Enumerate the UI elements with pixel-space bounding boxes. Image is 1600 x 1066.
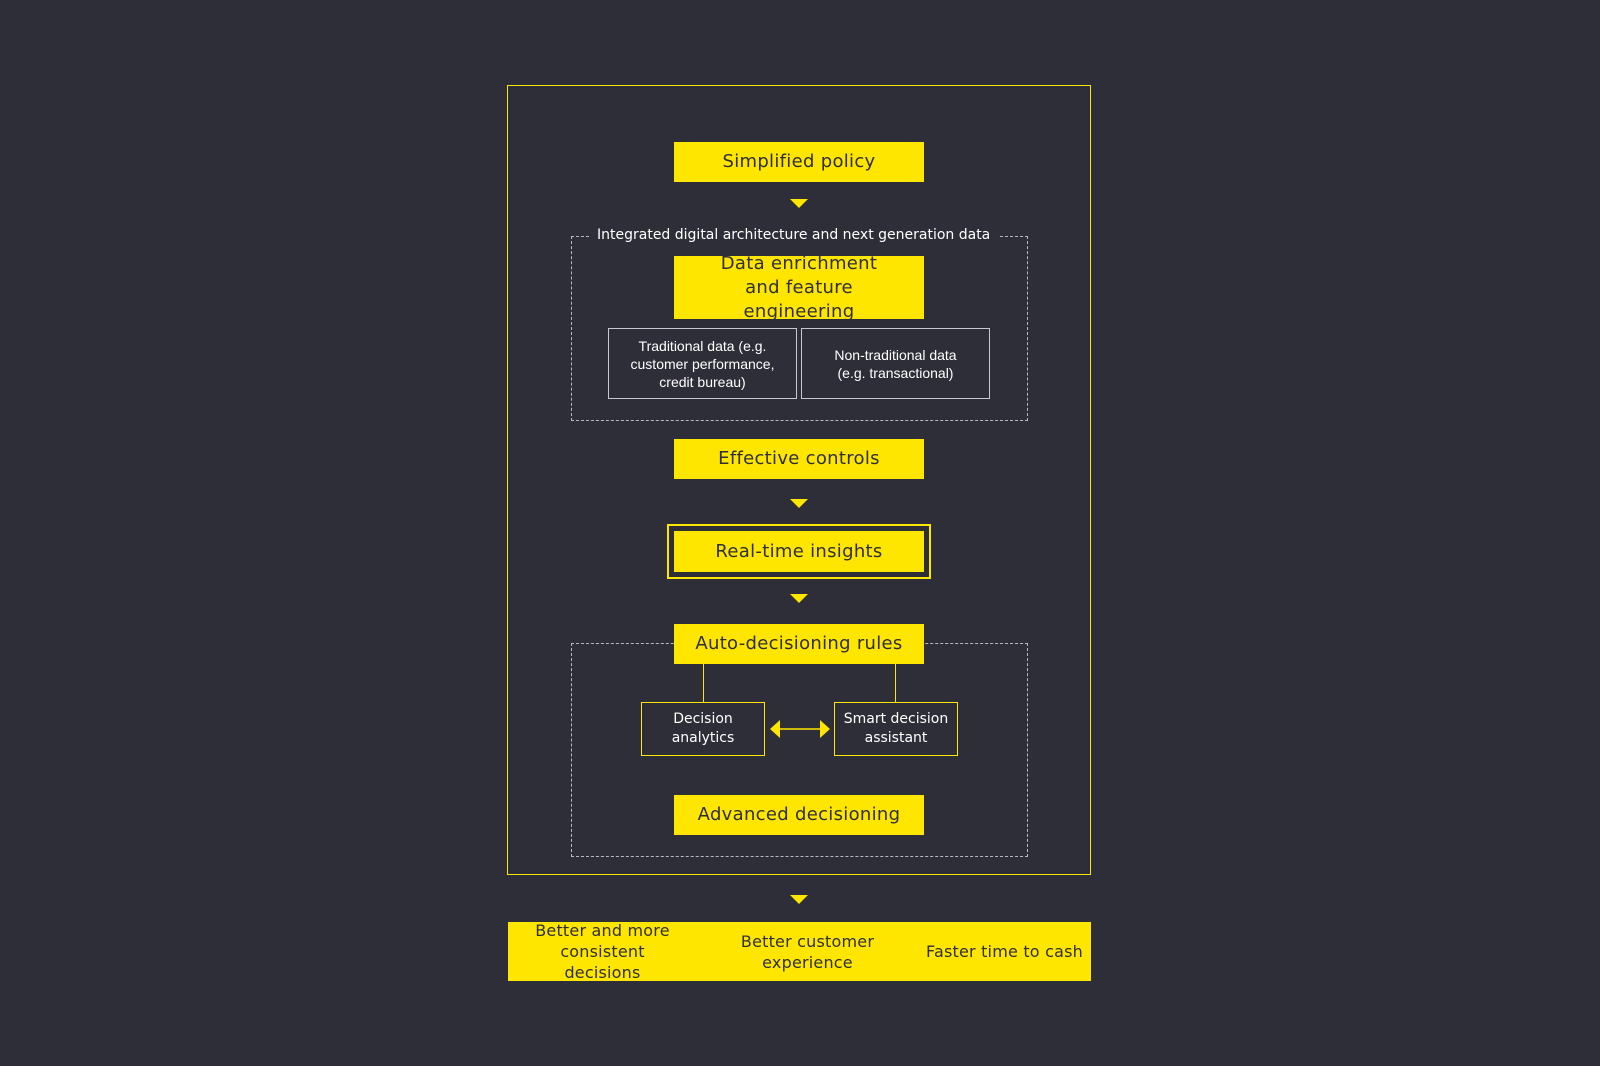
- real-time-insights-label: Real-time insights: [715, 540, 883, 562]
- outcomes-bar: Better and more consistent decisions Bet…: [508, 921, 1091, 982]
- advanced-decisioning-label: Advanced decisioning: [697, 804, 901, 825]
- traditional-data-box: Traditional data (e.g. customer performa…: [608, 328, 797, 399]
- advanced-decisioning-box: Advanced decisioning: [674, 795, 924, 835]
- real-time-insights-box: Real-time insights: [674, 531, 924, 572]
- smart-decision-assistant-box: Smart decision assistant: [834, 702, 958, 756]
- bidirectional-arrow-icon: [770, 720, 830, 738]
- architecture-label: Integrated digital architecture and next…: [589, 225, 999, 245]
- non-traditional-data-box: Non-traditional data (e.g. transactional…: [801, 328, 990, 399]
- data-enrichment-box: Data enrichment and feature engineering: [674, 253, 924, 322]
- arrow-down-icon: [790, 594, 808, 603]
- effective-controls-label: Effective controls: [718, 448, 880, 469]
- smart-decision-assistant-label: Smart decision assistant: [843, 711, 949, 746]
- process-frame: [507, 85, 1091, 875]
- traditional-data-label: Traditional data (e.g. customer performa…: [630, 337, 775, 390]
- decision-analytics-box: Decision analytics: [641, 702, 765, 756]
- real-time-insights-outline: [667, 524, 931, 579]
- effective-controls-box: Effective controls: [674, 439, 924, 479]
- connector-line: [703, 664, 704, 702]
- simplified-policy-box: Simplified policy: [674, 142, 924, 182]
- auto-decisioning-box: Auto-decisioning rules: [674, 624, 924, 664]
- arrow-down-icon: [790, 499, 808, 508]
- outcome-item: Better and more consistent decisions: [535, 921, 670, 982]
- arrow-down-icon: [790, 895, 808, 904]
- outcome-item: Faster time to cash: [926, 942, 1083, 961]
- decision-analytics-label: Decision analytics: [671, 711, 735, 746]
- non-traditional-data-label: Non-traditional data (e.g. transactional…: [834, 346, 957, 381]
- auto-decisioning-label: Auto-decisioning rules: [695, 633, 903, 654]
- connector-line: [895, 664, 896, 702]
- outcome-item: Better customer experience: [740, 931, 875, 972]
- data-enrichment-label: Data enrichment and feature engineering: [720, 252, 878, 322]
- simplified-policy-label: Simplified policy: [722, 151, 876, 172]
- arrow-down-icon: [790, 199, 808, 208]
